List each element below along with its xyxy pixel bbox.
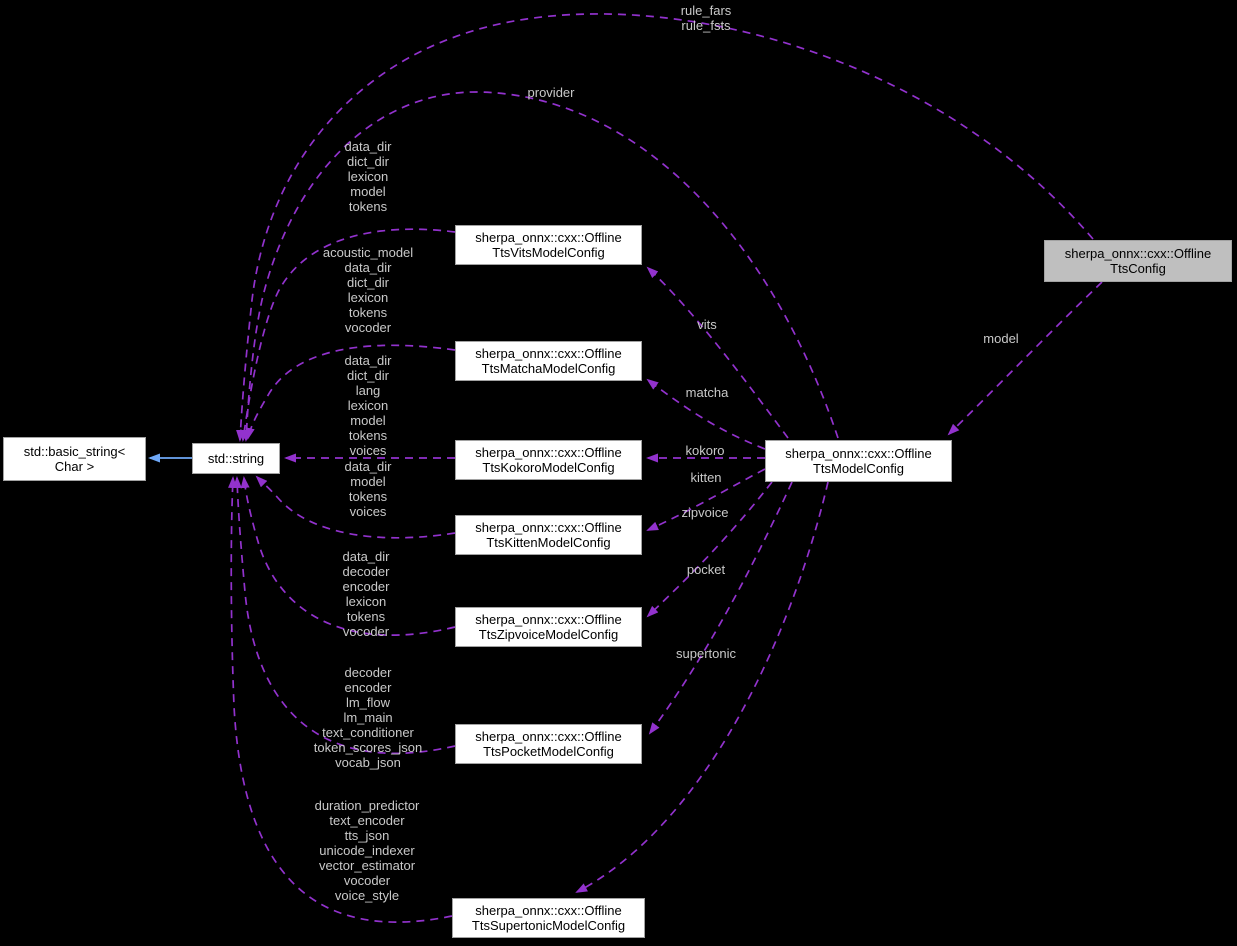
node-std-basic-string: std::basic_string< Char > — [3, 437, 146, 481]
edge-label-matcha-members: acoustic_model data_dir dict_dir lexicon… — [322, 245, 414, 335]
edge-modelconfig-vits — [646, 266, 789, 439]
edge-modelconfig-zipvoice — [646, 481, 773, 618]
edge-modelconfig-kitten — [646, 468, 766, 531]
edge-zipvoice-members-to-string — [240, 476, 456, 636]
edge-label-vits: vits — [697, 317, 717, 332]
node-std-string: std::string — [192, 443, 280, 474]
edge-label-pocket-members: decoder encoder lm_flow lm_main text_con… — [313, 665, 423, 770]
edge-label-vits-members: data_dir dict_dir lexicon model tokens — [344, 139, 392, 214]
node-offline-tts-vits-model-config[interactable]: sherpa_onnx::cxx::Offline TtsVitsModelCo… — [455, 225, 642, 265]
edge-supertonic-members-to-string — [228, 476, 453, 923]
edge-modelconfig-supertonic — [575, 481, 829, 893]
node-offline-tts-config: sherpa_onnx::cxx::Offline TtsConfig — [1044, 240, 1232, 282]
edge-label-matcha: matcha — [685, 385, 729, 400]
edge-vits-members-to-string — [239, 228, 456, 442]
edge-label-kokoro: kokoro — [685, 443, 725, 458]
edge-label-kitten-members: data_dir model tokens voices — [344, 459, 392, 519]
edge-modelconfig-pocket — [648, 481, 793, 735]
edge-label-supertonic: supertonic — [676, 646, 736, 661]
node-offline-tts-pocket-model-config[interactable]: sherpa_onnx::cxx::Offline TtsPocketModel… — [455, 724, 642, 764]
node-offline-tts-supertonic-model-config[interactable]: sherpa_onnx::cxx::Offline TtsSupertonicM… — [452, 898, 645, 938]
edge-label-pocket: pocket — [686, 562, 726, 577]
edge-label-kitten: kitten — [690, 470, 722, 485]
edge-matcha-members-to-string — [245, 344, 456, 440]
edge-label-zipvoice: zipvoice — [681, 505, 729, 520]
edge-modelconfig-provider-to-string — [242, 91, 839, 442]
edge-ttsconfig-model — [947, 281, 1103, 436]
node-offline-tts-zipvoice-model-config[interactable]: sherpa_onnx::cxx::Offline TtsZipvoiceMod… — [455, 607, 642, 647]
node-offline-tts-kokoro-model-config[interactable]: sherpa_onnx::cxx::Offline TtsKokoroModel… — [455, 440, 642, 480]
node-offline-tts-kitten-model-config[interactable]: sherpa_onnx::cxx::Offline TtsKittenModel… — [455, 515, 642, 555]
edge-label-rule-fars-fsts: rule_fars rule_fsts — [680, 3, 732, 33]
edge-modelconfig-matcha — [646, 378, 766, 450]
node-offline-tts-model-config[interactable]: sherpa_onnx::cxx::Offline TtsModelConfig — [765, 440, 952, 482]
edge-pocket-members-to-string — [232, 476, 456, 755]
edge-label-provider: provider — [527, 85, 575, 100]
edge-label-zipvoice-members: data_dir decoder encoder lexicon tokens … — [342, 549, 390, 639]
edge-label-kokoro-members: data_dir dict_dir lang lexicon model tok… — [344, 353, 392, 458]
node-offline-tts-matcha-model-config[interactable]: sherpa_onnx::cxx::Offline TtsMatchaModel… — [455, 341, 642, 381]
edge-label-model: model — [983, 331, 1019, 346]
edge-label-supertonic-members: duration_predictor text_encoder tts_json… — [314, 798, 420, 903]
edge-ttsconfig-rulefars-to-string — [236, 13, 1094, 442]
